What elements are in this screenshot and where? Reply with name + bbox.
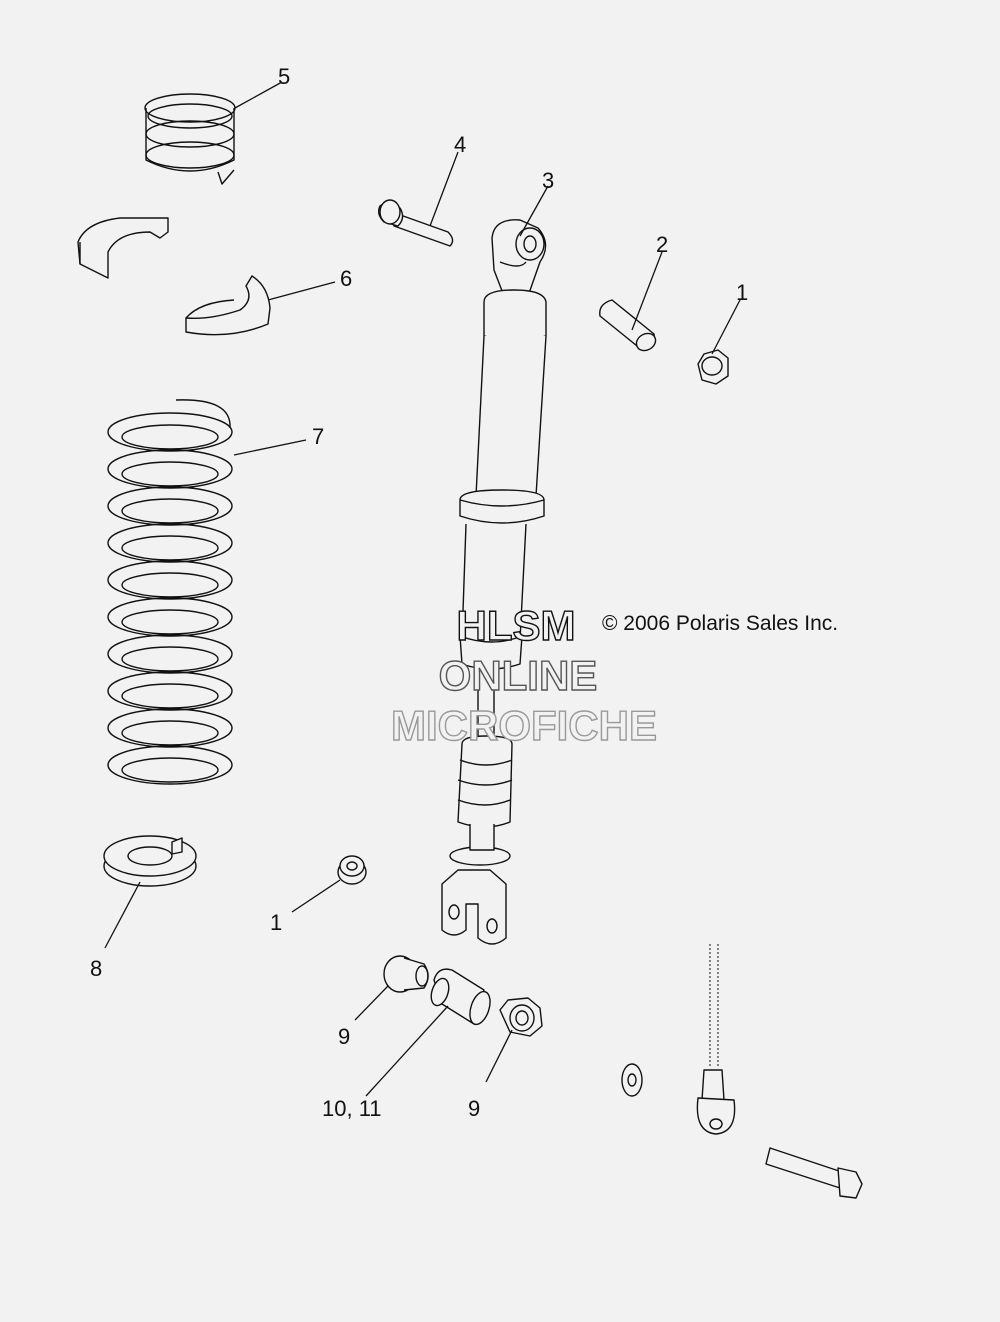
spring-coil [107,449,233,489]
callout-10-11: 10, 11 [322,1096,382,1121]
spring-coil [107,560,233,600]
spring-coil [107,412,233,452]
watermark-line-1: HLSM [457,602,576,649]
spring-seat-part-8 [103,835,197,887]
callout-8: 8 [90,956,102,981]
spring-coil [107,597,233,637]
retainer-halves-part-6 [77,217,271,336]
watermark-line-3: MICROFICHE [391,702,657,749]
spring-coil [107,671,233,711]
callout-2: 2 [656,232,668,257]
callout-3: 3 [542,168,554,193]
callout-6: 6 [340,266,352,291]
copyright-text: © 2006 Polaris Sales Inc. [602,612,838,635]
spring-coil-inner [121,424,219,450]
spring-coil-inner [121,535,219,561]
callout-1-top: 1 [736,280,748,305]
callout-9-left: 9 [338,1024,350,1049]
helper-spring-part-5 [144,93,236,185]
callout-9-right: 9 [468,1096,480,1121]
bushing-part-9-left [383,955,429,993]
bolt-part-4 [377,199,454,247]
watermark: HLSM ONLINE MICROFICHE [390,601,657,749]
spring-coil-inner [121,498,219,524]
bushing-part-9-right [499,997,543,1037]
spring-coil-inner [121,609,219,635]
spring-coil-inner [121,757,219,783]
main-spring-part-7 [107,399,233,785]
callout-4: 4 [454,132,466,157]
nut-part-1-top [697,349,729,385]
spring-coil [107,486,233,526]
spring-top-end [175,399,231,429]
spring-coil-inner [121,572,219,598]
sleeve-part-2 [599,299,657,352]
spring-coil-inner [121,461,219,487]
shock-absorber-part-3 [441,219,547,945]
callout-7: 7 [312,424,324,449]
spring-coil [107,708,233,748]
spacer-part-10-11 [430,968,491,1026]
ground-strap-assembly [621,944,863,1199]
callout-1-lower: 1 [270,910,282,935]
spring-coil-inner [121,646,219,672]
callout-5: 5 [278,64,290,89]
spring-coil-inner [121,683,219,709]
spring-coil [107,634,233,674]
spring-coil-inner [121,720,219,746]
watermark-line-2: ONLINE [439,652,598,699]
nut-part-1-lower [337,855,367,885]
spring-coil [107,523,233,563]
spring-coil [107,745,233,785]
